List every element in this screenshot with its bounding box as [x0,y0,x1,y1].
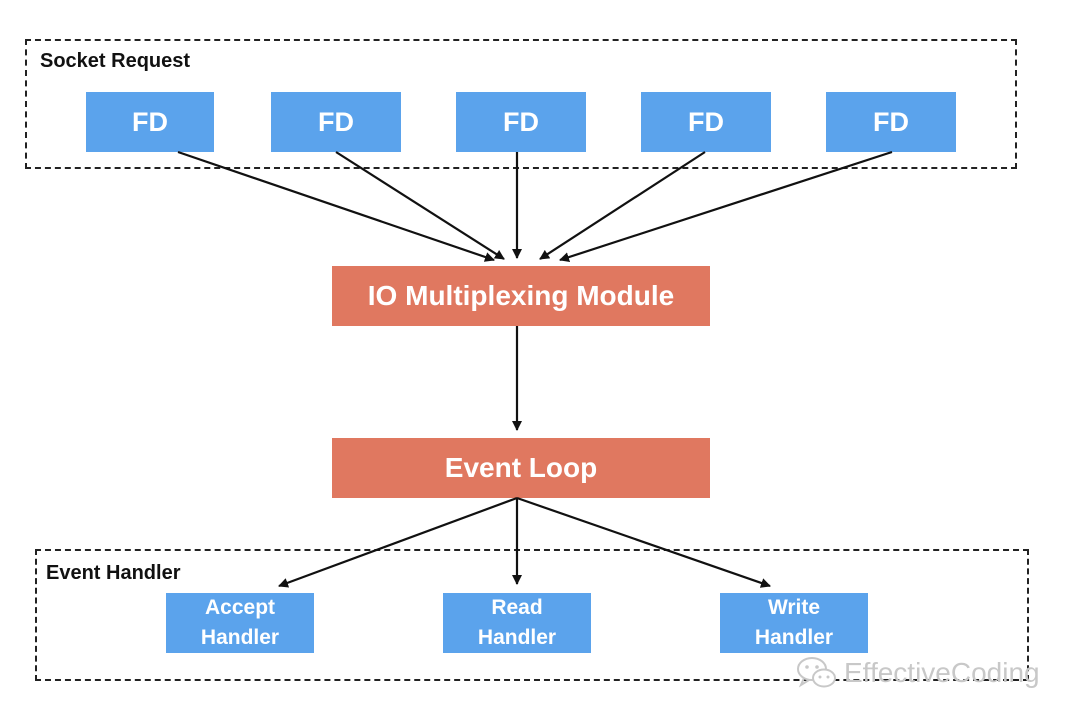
wechat-icon [796,655,838,691]
accept-handler-line2: Handler [200,626,280,649]
fd-node-4: FD [641,92,771,152]
accept-handler-line1: Accept [204,596,276,619]
write-handler: Write Handler [720,593,868,653]
write-handler-line2: Handler [754,626,834,649]
fd-node-3: FD [456,92,586,152]
fd-node-2: FD [271,92,401,152]
io-multiplexing-module: IO Multiplexing Module [332,266,710,326]
socket-request-label: Socket Request [40,50,191,72]
socket-request-group [25,39,1017,169]
watermark: EffectiveCoding [796,655,1040,691]
read-handler: Read Handler [443,593,591,653]
write-handler-line1: Write [767,596,821,619]
event-handler-label: Event Handler [46,562,181,584]
event-loop: Event Loop [332,438,710,498]
read-handler-line1: Read [491,596,543,619]
fd-node-1: FD [86,92,214,152]
read-handler-line2: Handler [477,626,557,649]
accept-handler: Accept Handler [166,593,314,653]
watermark-text: EffectiveCoding [844,657,1040,688]
fd-node-5: FD [826,92,956,152]
